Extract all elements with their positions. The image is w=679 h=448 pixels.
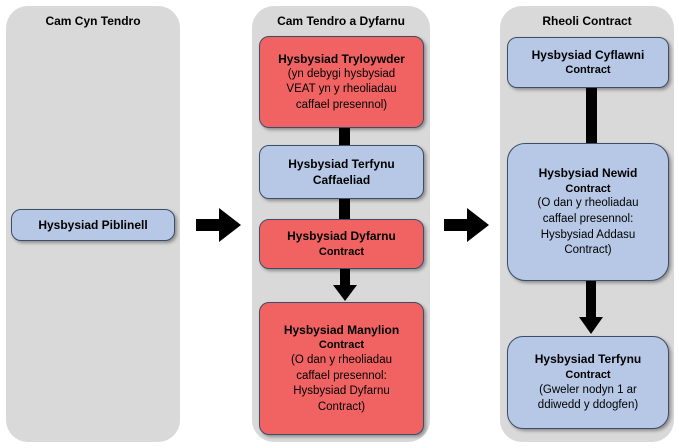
right-arrow-icon xyxy=(444,208,489,242)
box-subtext: (yn debygi hysbysiad xyxy=(287,67,396,80)
box-subtext: ddiwedd y ddogfen) xyxy=(537,399,639,412)
down-arrow-icon xyxy=(579,280,603,334)
box-subtext: Hysbysiad Dyfarnu xyxy=(293,385,390,398)
pipeline-notice-box: Hysbysiad Piblinell xyxy=(11,209,175,241)
box-title: Contract xyxy=(565,64,611,77)
contract-change-notice-box: Hysbysiad Newid Contract (O dan y rheoli… xyxy=(507,143,669,281)
connector-bar xyxy=(586,88,597,144)
contract-termination-notice-box: Hysbysiad Terfynu Contract (Gweler nodyn… xyxy=(507,336,669,429)
box-subtext: caffael presennol: xyxy=(296,369,387,382)
box-title: Hysbysiad Terfynu xyxy=(288,156,395,171)
box-subtext: (Gweler nodyn 1 ar xyxy=(539,383,637,396)
box-title: Contract xyxy=(318,245,365,258)
box-subtext: caffael presennol: xyxy=(542,213,634,225)
column-title: Cam Tendro a Dyfarnu xyxy=(277,14,405,28)
procurement-termination-notice-box: Hysbysiad Terfynu Caffaeliad xyxy=(259,145,424,199)
contract-details-notice-box: Hysbysiad Manylion Contract (O dan y rhe… xyxy=(259,302,424,435)
box-title: Caffaeliad xyxy=(312,173,371,187)
box-title: Contract xyxy=(565,182,611,195)
box-title: Contract xyxy=(318,339,365,352)
connector-bar xyxy=(339,128,350,146)
box-title: Hysbysiad Tryloywder xyxy=(278,51,405,66)
connector-bar xyxy=(339,199,350,219)
box-title: Hysbysiad Newid xyxy=(538,166,638,181)
box-subtext: Contract) xyxy=(564,244,612,257)
column-title: Rheoli Contract xyxy=(542,14,632,28)
box-subtext: VEAT yn y rheoliadau xyxy=(286,83,397,96)
box-subtext: Contract) xyxy=(317,400,366,413)
down-arrow-icon xyxy=(333,268,357,301)
box-title: Contract xyxy=(565,368,611,381)
box-title: Hysbysiad Dyfarnu xyxy=(287,229,396,244)
transparency-notice-box: Hysbysiad Tryloywder (yn debygi hysbysia… xyxy=(259,36,424,128)
box-title: Hysbysiad Cyflawni xyxy=(531,47,645,62)
contract-award-notice-box: Hysbysiad Dyfarnu Contract xyxy=(259,219,424,269)
contract-performance-notice-box: Hysbysiad Cyflawni Contract xyxy=(507,37,669,88)
box-subtext: (O dan y rheoliadau xyxy=(537,197,639,210)
column-title: Cam Cyn Tendro xyxy=(45,14,141,28)
box-title: Hysbysiad Terfynu xyxy=(534,352,642,367)
box-title: Hysbysiad Piblinell xyxy=(38,217,148,232)
right-arrow-icon xyxy=(196,208,241,242)
box-title: Hysbysiad Manylion xyxy=(283,322,400,337)
box-subtext: caffael presennol) xyxy=(295,98,388,111)
box-subtext: (O dan y rheoliadau xyxy=(290,353,392,366)
box-subtext: Hysbysiad Addasu xyxy=(540,228,636,241)
